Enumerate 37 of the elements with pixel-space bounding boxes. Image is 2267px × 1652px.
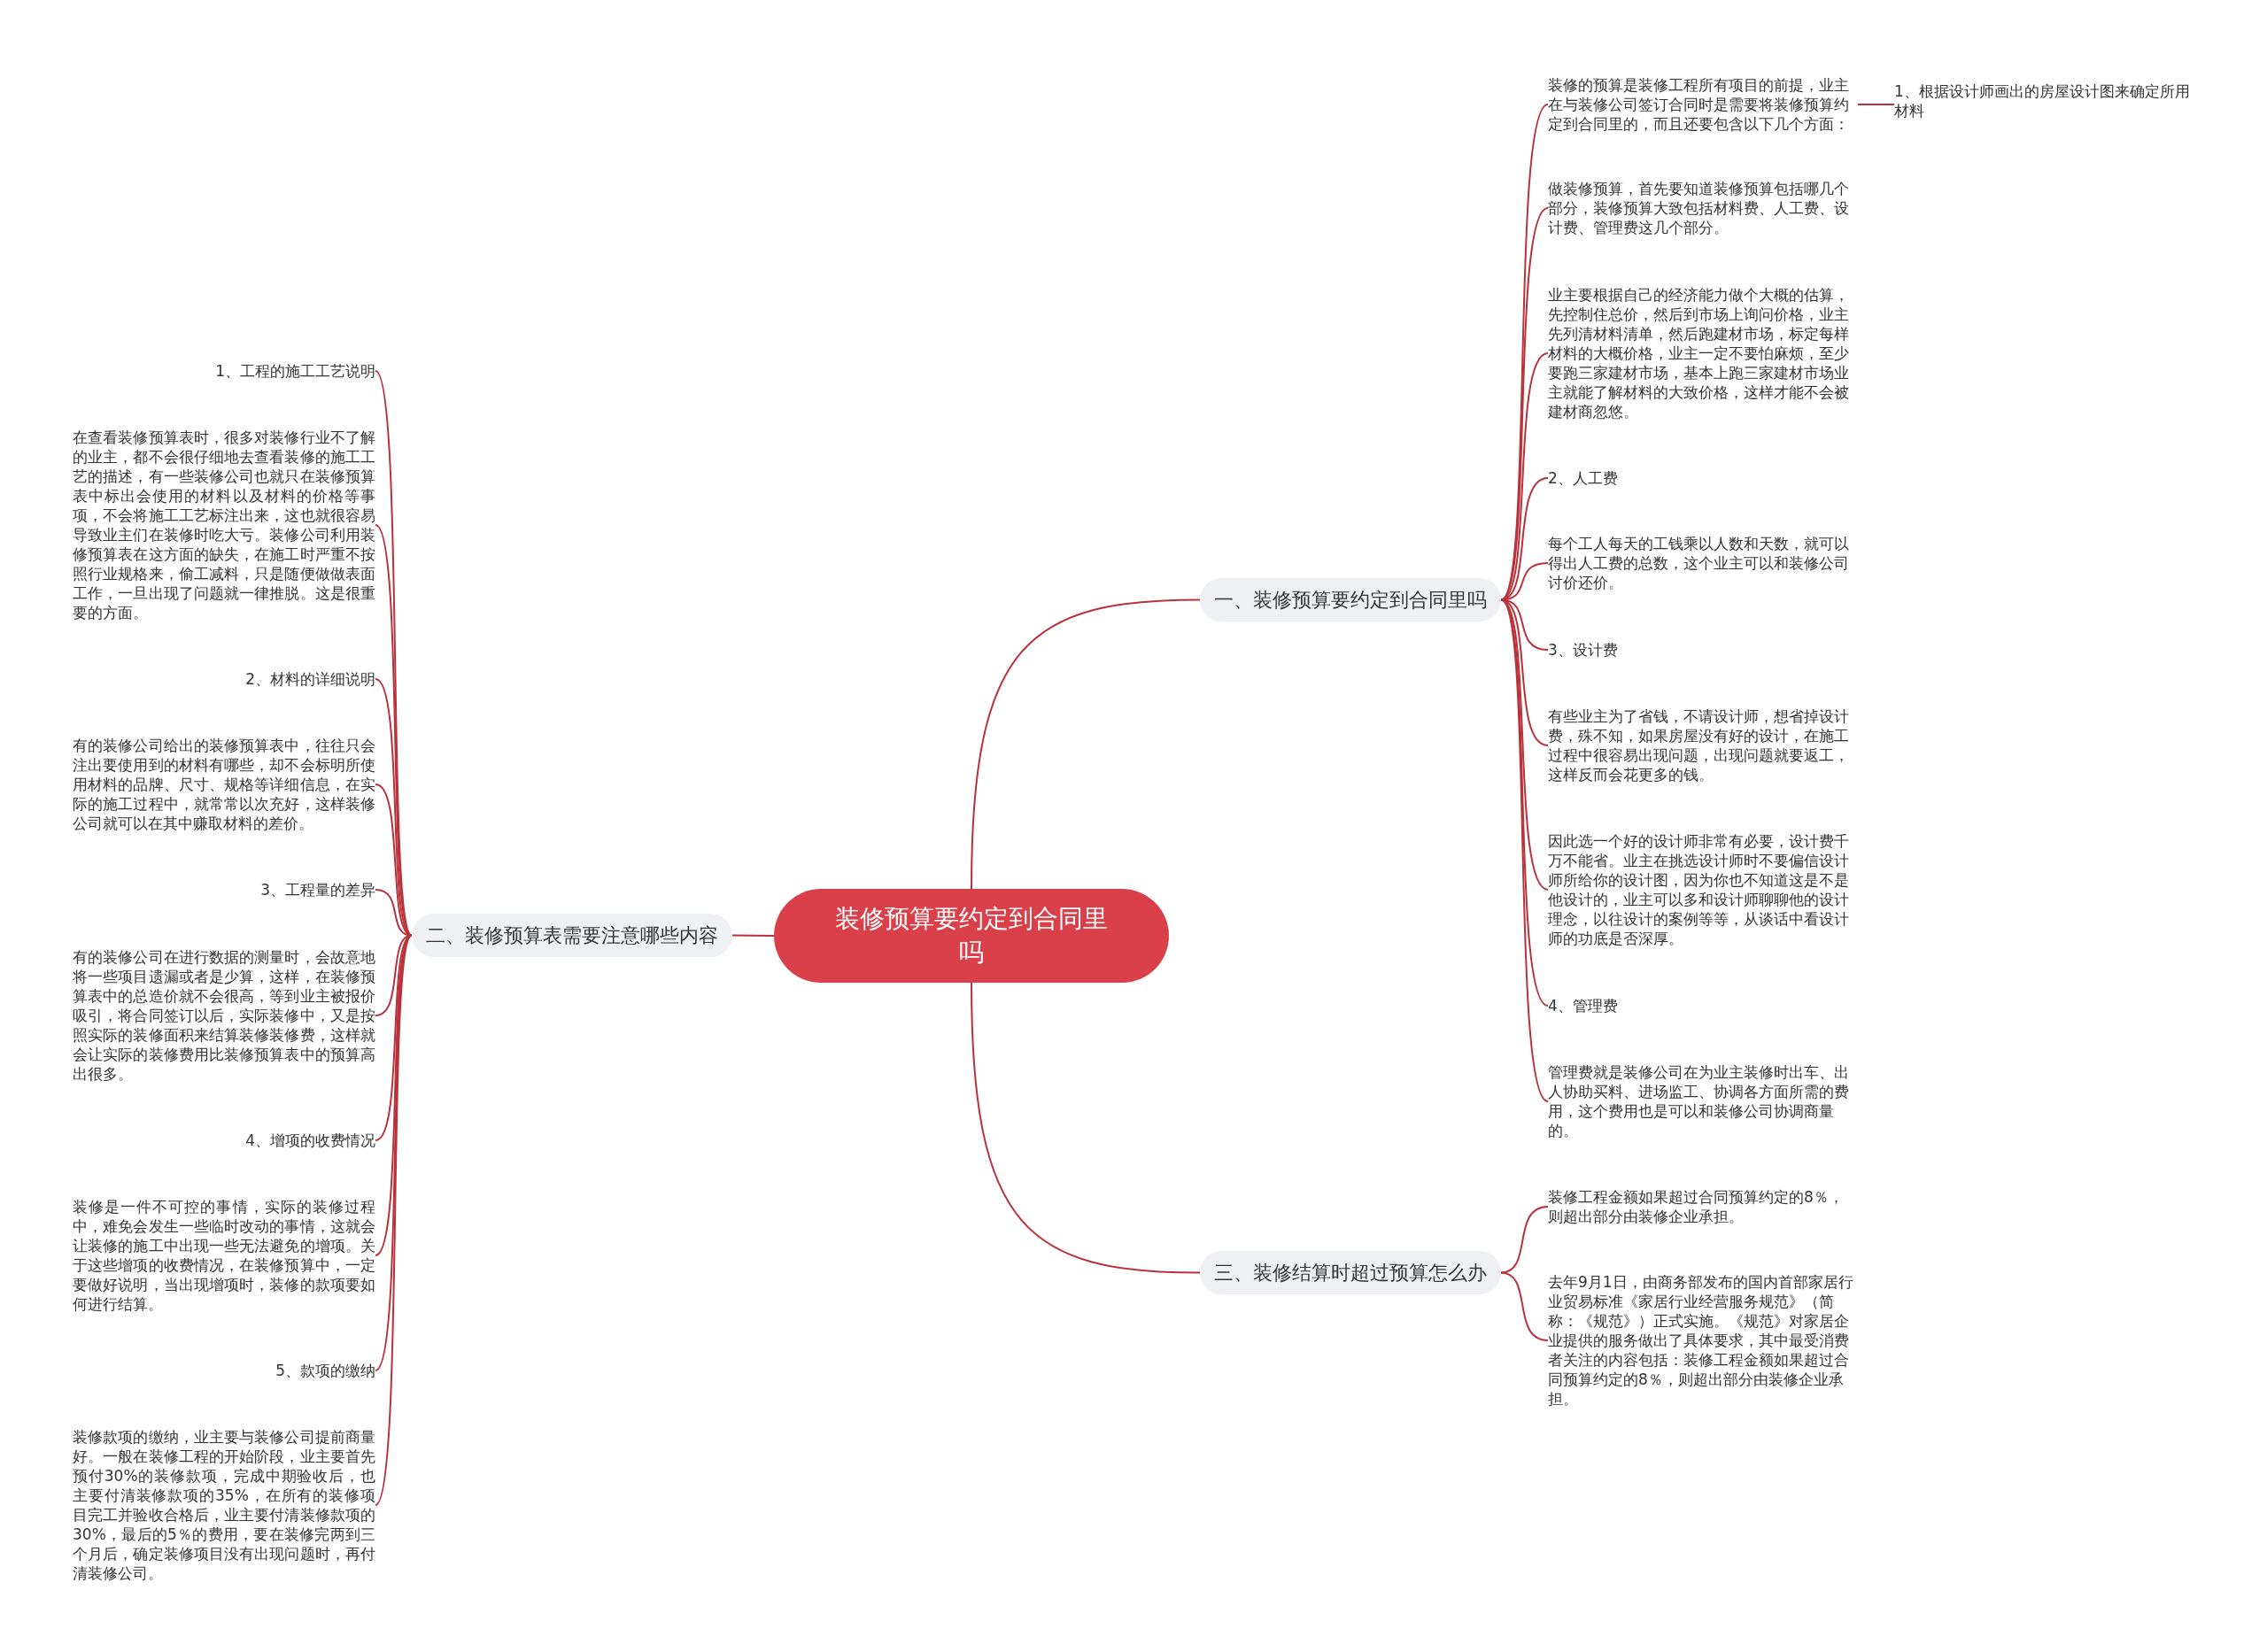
topic-text: 有的装修公司给出的装修预算表中，往往只会注出要使用到的材料有哪些，却不会标明所使用材料的品牌、尺寸、规格等详细信息，在实际的施工过程中，就常常以次充好，这样装修公司就可以在其中赚取材料的差价。 xyxy=(73,736,375,833)
topic-text: 5、款项的缴纳 xyxy=(73,1361,375,1380)
topic-text: 管理费就是装修公司在为业主装修时出车、出人协助买料、进场监工、协调各方面所需的费用，这个费用也是可以和装修公司协调商量的。 xyxy=(1548,1062,1858,1140)
connector-line xyxy=(971,982,1201,1274)
topic-text: 做装修预算，首先要知道装修预算包括哪几个部分，装修预算大致包括材料费、人工费、设计费、管理费这几个部分。 xyxy=(1548,179,1858,237)
connector-line xyxy=(1500,1206,1549,1274)
topic-text: 有的装修公司在进行数据的测量时，会故意地将一些项目遗漏或者是少算，这样，在装修预算表中的总造价就不会很高，等到业主被报价吸引，将合同签订以后，实际装修中，又是按照实际的装修面积来结算装修装修费，这样就会让实际的装修费用比装修预算表中的预算高出很多。 xyxy=(73,947,375,1084)
topic-text: 在查看装修预算表时，很多对装修行业不了解的业主，都不会很仔细地去查看装修的施工工艺的描述，有一些装修公司也就只在装修预算表中标出会使用的材料以及材料的价格等事项，不会将施工工艺标注出来，这也就很容易导致业主们在装修时吃大亏。装修公司利用装修预算表在这方面的缺失，在施工时严重不按照行业规格来，偷工减料，只是随便做做表面工作，一旦出现了问题就一律推脱。这是很重要的方面。 xyxy=(73,428,375,622)
topic-text: 3、工程量的差异 xyxy=(73,880,375,899)
topic-text: 装修工程金额如果超过合同预算约定的8％，则超出部分由装修企业承担。 xyxy=(1548,1187,1858,1226)
topic-pill: 三、装修结算时超过预算怎么办 xyxy=(1200,1251,1501,1294)
topic-text: 1、工程的施工工艺说明 xyxy=(73,361,375,381)
connector-line xyxy=(375,934,413,1256)
topic-text: 去年9月1日，由商务部发布的国内首部家居行业贸易标准《家居行业经营服务规范》（简称：《规范》）正式实施。《规范》对家居企业提供的服务做出了具体要求，其中最受消费者关注的内容包括：装修工程金额如果超过合同预算约定的8％，则超出部分由装修企业承担。 xyxy=(1548,1272,1858,1409)
topic-pill: 二、装修预算表需要注意哪些内容 xyxy=(412,914,732,957)
connector-line xyxy=(1857,104,1895,105)
connector-line xyxy=(375,934,413,1506)
topic-text: 1、根据设计师画出的房屋设计图来确定所用材料 xyxy=(1894,81,2200,120)
connector-line xyxy=(1500,598,1549,1102)
topic-text: 装修款项的缴纳，业主要与装修公司提前商量好。一般在装修工程的开始阶段，业主要首先预付30%的装修款项，完成中期验收后，也主要付清装修款项的35%，在所有的装修项目完工并验收合格后，业主要付清装修款项的30%，最后的5％的费用，要在装修完两到三个月后，确定装修项目没有出现问题时，再付清装修公司。 xyxy=(73,1427,375,1583)
topic-text: 2、人工费 xyxy=(1548,468,1858,488)
topic-text: 装修是一件不可控的事情，实际的装修过程中，难免会发生一些临时改动的事情，这就会让装修的施工中出现一些无法避免的增项。关于这些增项的收费情况，在装修预算中，一定要做好说明，当出现增项时，装修的款项要如何进行结算。 xyxy=(73,1197,375,1314)
connector-line xyxy=(731,934,775,937)
topic-text: 3、设计费 xyxy=(1548,640,1858,660)
topic-text: 4、管理费 xyxy=(1548,996,1858,1015)
connector-line xyxy=(1500,104,1549,601)
topic-text: 装修的预算是装修工程所有项目的前提，业主在与装修公司签订合同时是需要将装修预算约定到合同里的，而且还要包含以下几个方面： xyxy=(1548,75,1858,134)
topic-text: 因此选一个好的设计师非常有必要，设计费千万不能省。业主在挑选设计师时不要偏信设计师所给你的设计图，因为你也不知道这是不是他设计的，业主可以多和设计师聊聊他的设计理念，以往设计的案例等等，从谈话中看设计师的功底是否深厚。 xyxy=(1548,831,1858,948)
topic-text: 有些业主为了省钱，不请设计师，想省掉设计费，殊不知，如果房屋没有好的设计，在施工过程中很容易出现问题，出现问题就要返工，这样反而会花更多的钱。 xyxy=(1548,706,1858,784)
central-topic: 装修预算要约定到合同里吗 xyxy=(774,889,1169,983)
topic-text: 2、材料的详细说明 xyxy=(73,669,375,689)
connector-line xyxy=(1500,1271,1549,1341)
topic-text: 4、增项的收费情况 xyxy=(73,1131,375,1150)
topic-text: 业主要根据自己的经济能力做个大概的估算，先控制住总价，然后到市场上询问价格，业主先列清材料清单，然后跑建材市场，标定每样材料的大概价格，业主一定不要怕麻烦，至少要跑三家建材市场，基本上跑三家建材市场业主就能了解材料的大致价格，这样才能不会被建材商忽悠。 xyxy=(1548,285,1858,421)
topic-pill: 一、装修预算要约定到合同里吗 xyxy=(1200,578,1501,621)
topic-text: 每个工人每天的工钱乘以人数和天数，就可以得出人工费的总数，这个业主可以和装修公司讨价还价。 xyxy=(1548,534,1858,592)
connector-line xyxy=(971,598,1201,890)
